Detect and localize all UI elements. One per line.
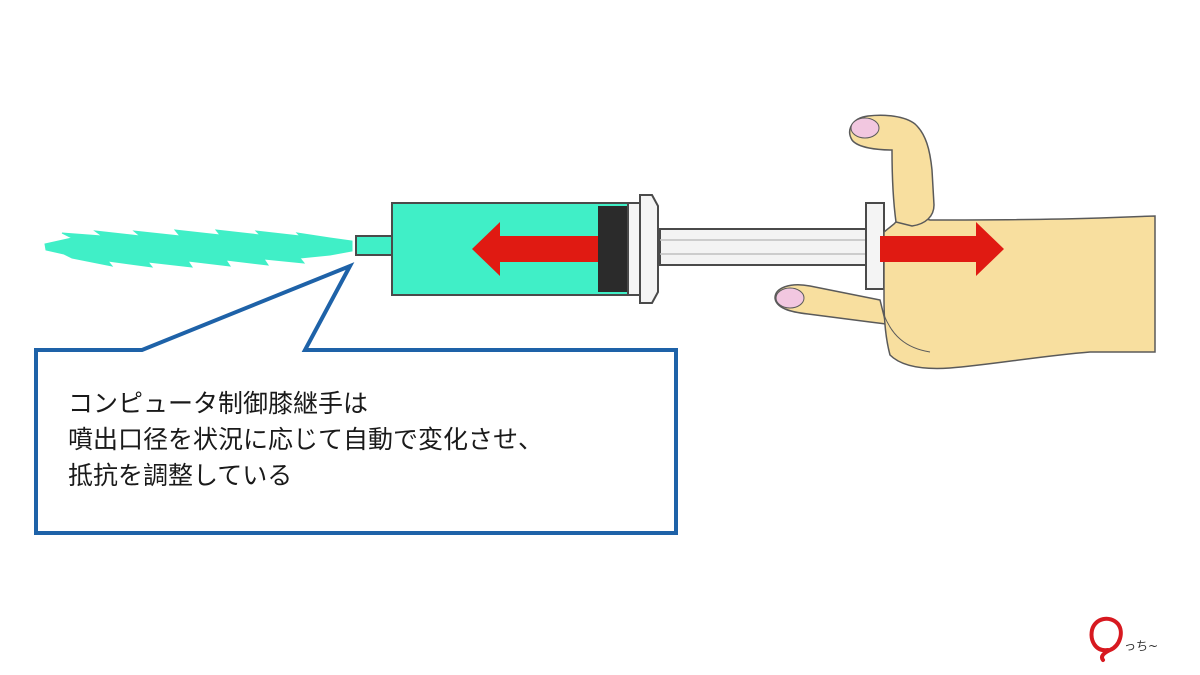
callout-line-2: 噴出口径を状況に応じて自動で変化させ、	[68, 425, 544, 454]
barrel-flange	[639, 194, 659, 304]
plunger-rod	[659, 228, 877, 266]
callout-line-3: 抵抗を調整している	[68, 461, 293, 490]
author-logo-text: っち~	[1124, 639, 1159, 653]
push-arrow-left-icon	[472, 222, 598, 276]
spray-jet-icon	[44, 229, 353, 268]
callout-text: コンピュータ制御膝継手は 噴出口径を状況に応じて自動で変化させ、 抵抗を調整して…	[68, 386, 668, 494]
push-arrow-right-icon	[880, 222, 1004, 276]
callout-line-1: コンピュータ制御膝継手は	[68, 389, 369, 418]
finger-nail	[850, 117, 880, 139]
plunger-head	[598, 206, 628, 292]
callout-box	[34, 262, 678, 535]
syringe-nozzle	[355, 235, 393, 256]
thumb-nail	[775, 287, 805, 309]
author-logo-icon	[1089, 616, 1123, 662]
